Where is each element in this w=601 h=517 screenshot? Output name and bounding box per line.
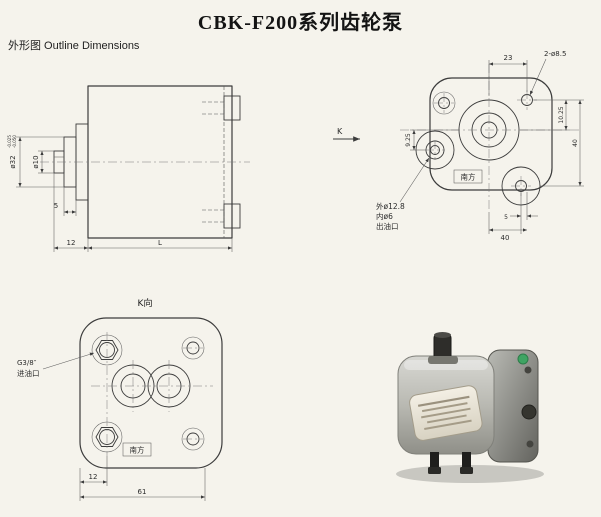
k-view-dimensions: 12 61 [79, 456, 206, 501]
dim-right-outer: 40 [572, 139, 579, 147]
dim-hub: 5 [54, 202, 58, 210]
side-view-dimensions: ø32 -0.025 -0.050 ø10 5 12 L [7, 135, 233, 252]
svg-text:内ø6: 内ø6 [376, 211, 393, 221]
hole-callout: 2-ø8.5 [544, 50, 566, 58]
svg-text:进油口: 进油口 [17, 368, 40, 378]
page-title: CBK-F200系列齿轮泵 [197, 12, 404, 34]
maker-stamp: 南方 [122, 442, 152, 457]
hex-plug-bottom [95, 427, 119, 447]
svg-text:K: K [337, 127, 343, 136]
front-view-dimensions: 23 2-ø8.5 9.25 10.25 40 [405, 50, 584, 242]
dim-top: 23 [504, 54, 513, 62]
dim-edge: 12 [89, 473, 98, 481]
svg-text:南方: 南方 [130, 445, 145, 455]
section-label: 外形图 Outline Dimensions [8, 40, 140, 52]
svg-text:-0.025: -0.025 [7, 135, 12, 148]
port-plug [521, 404, 537, 420]
svg-text:-0.050: -0.050 [12, 135, 17, 148]
dim-right-inner: 10.25 [558, 106, 565, 123]
k-view-outline [79, 317, 223, 469]
dim-bottom-offset: 5 [504, 214, 508, 221]
k-view-title: K向 [138, 297, 153, 309]
green-paint-dot [517, 353, 529, 365]
svg-text:南方: 南方 [461, 172, 476, 182]
svg-text:外ø12.8: 外ø12.8 [376, 201, 405, 211]
pump-rear-flange [487, 349, 539, 463]
pump-nameplate [409, 385, 483, 441]
dim-step: 12 [67, 239, 76, 247]
front-view-drawing: 南方 23 2-ø8.5 9.25 10.25 [333, 50, 584, 242]
dim-dia-flange: ø32 -0.025 -0.050 [7, 135, 17, 169]
inlet-port-label: G3/8″ 进油口 [17, 352, 95, 378]
pump-photo [396, 332, 544, 483]
outlet-port-label: 外ø12.8 内ø6 出油口 [376, 157, 430, 231]
svg-text:ø10: ø10 [32, 155, 40, 168]
dim-length: L [158, 239, 162, 247]
side-view-drawing: ø32 -0.025 -0.050 ø10 5 12 L [7, 85, 250, 252]
dim-bottom-span: 40 [501, 234, 510, 242]
flange-outline [400, 64, 582, 212]
view-direction-arrow: K [333, 127, 360, 142]
dim-dia-shaft: ø10 [32, 155, 40, 168]
svg-text:G3/8″: G3/8″ [17, 359, 37, 367]
pump-shaft [428, 332, 458, 364]
dim-left: 9.25 [405, 133, 412, 147]
svg-text:ø32: ø32 [9, 155, 17, 168]
svg-text:出油口: 出油口 [376, 221, 399, 231]
k-view-drawing: K向 南方 G3/ [17, 297, 223, 501]
mounting-studs [428, 452, 473, 474]
maker-stamp: 南方 [453, 169, 483, 184]
pump-body-outline [40, 85, 250, 239]
dim-span: 61 [138, 488, 147, 496]
hex-plug-top [95, 340, 119, 360]
